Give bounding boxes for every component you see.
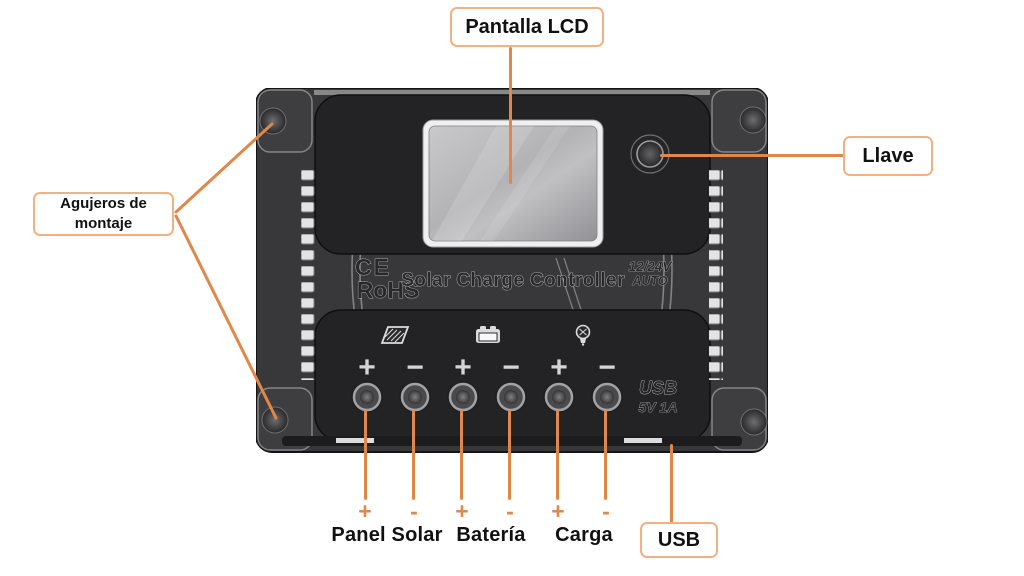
svg-text:+: + [550, 351, 568, 384]
charge-controller-device: CE RoHS Solar Charge Controller 12/24V A… [256, 88, 768, 453]
voltage-rating: 12/24V [629, 259, 673, 274]
mounting-hole-bottom-right [740, 408, 768, 436]
key-button [630, 134, 670, 174]
svg-text:−: − [502, 351, 520, 384]
label-pantalla-lcd: Pantalla LCD [450, 7, 604, 47]
leader-mounting-holes [174, 122, 278, 420]
label-usb: USB [640, 522, 718, 558]
label-llave: Llave [843, 136, 933, 176]
leader-usb [670, 444, 673, 523]
bottom-lip-highlight [624, 438, 662, 443]
svg-text:+: + [454, 351, 472, 384]
ce-mark: CE [355, 254, 391, 280]
mounting-hole-top-right [739, 106, 767, 134]
auto-mode-label: AUTO [631, 274, 667, 288]
polarity-sign: + [551, 498, 565, 524]
lamp-icon [575, 324, 591, 346]
terminal-bat-plus [447, 381, 479, 413]
svg-text:−: − [598, 351, 616, 384]
leader-terminal-5 [556, 410, 559, 500]
label-bateria: Batería [456, 524, 526, 546]
lcd-screen [422, 119, 604, 248]
polarity-sign: - [602, 498, 610, 524]
terminal-bat-minus [495, 381, 527, 413]
battery-icon [476, 326, 500, 343]
terminal-load-minus [591, 381, 623, 413]
label-panel-solar: Panel Solar [331, 524, 443, 546]
heat-sink-fins-right [709, 170, 723, 380]
leader-llave [660, 154, 845, 157]
terminal-pv-minus [399, 381, 431, 413]
svg-text:−: − [406, 351, 424, 384]
mounting-hole-bottom-left [261, 406, 289, 434]
terminal-signs: + − + − + − [358, 351, 616, 384]
polarity-sign: + [455, 498, 469, 524]
usb-spec-label: 5V 1A [639, 399, 678, 415]
device-title: Solar Charge Controller [401, 270, 625, 291]
svg-text:+: + [358, 351, 376, 384]
leader-lcd [509, 47, 512, 184]
mounting-holes [259, 106, 768, 436]
leader-terminal-3 [460, 410, 463, 500]
label-agujeros-de-montaje: Agujeros de montaje [33, 192, 174, 236]
leader-terminal-1 [364, 410, 367, 500]
label-carga: Carga [555, 524, 613, 546]
heat-sink-fins-left [301, 170, 315, 380]
usb-port-label: USB [639, 378, 677, 398]
screw-terminals [351, 381, 623, 413]
leader-terminal-2 [412, 410, 415, 500]
terminal-load-plus [543, 381, 575, 413]
polarity-sign: + [358, 498, 372, 524]
terminal-pv-plus [351, 381, 383, 413]
bottom-lip-highlight [336, 438, 374, 443]
polarity-sign: - [410, 498, 418, 524]
rohs-mark: RoHS [357, 277, 420, 303]
top-bezel-edge [314, 90, 710, 95]
solar-panel-icon [380, 326, 410, 344]
leader-terminal-4 [508, 410, 511, 500]
polarity-sign: - [506, 498, 514, 524]
leader-terminal-6 [604, 410, 607, 500]
